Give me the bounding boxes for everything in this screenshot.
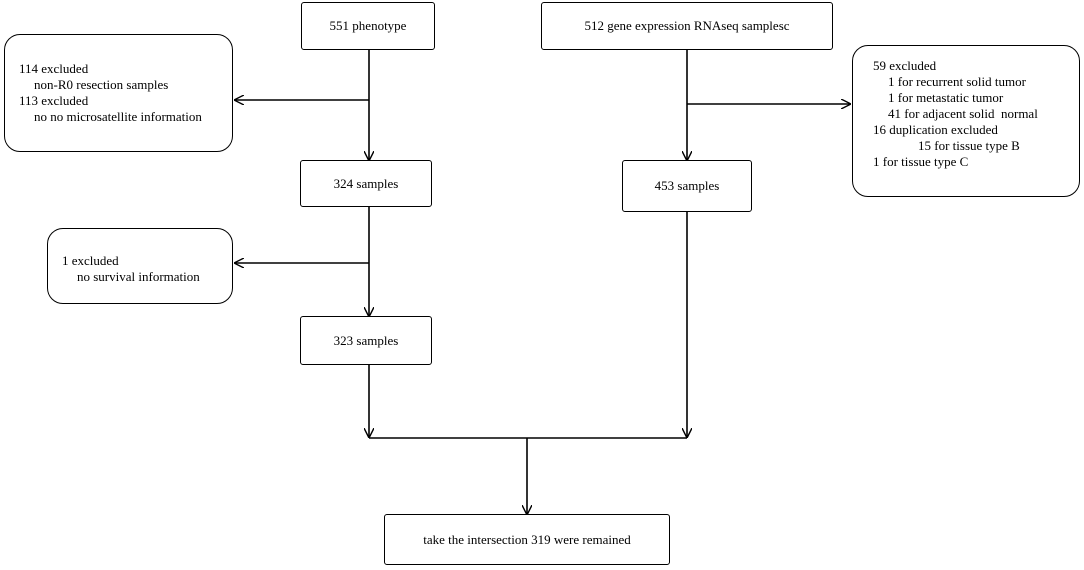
- box-label: 512 gene expression RNAseq samplesc: [584, 18, 790, 33]
- note-line: 59 excluded: [873, 58, 937, 73]
- exclusion-note-left-1: 114 excluded non-R0 resection samples 11…: [4, 34, 233, 152]
- box-512-rnaseq: 512 gene expression RNAseq samplesc: [541, 2, 833, 50]
- note-line: no no microsatellite information: [34, 109, 202, 124]
- box-324-samples: 324 samples: [300, 160, 432, 207]
- box-label: take the intersection 319 were remained: [423, 531, 631, 547]
- box-label: 453 samples: [654, 178, 720, 193]
- note-line: 114 excluded: [19, 61, 89, 76]
- box-323-samples: 323 samples: [300, 316, 432, 365]
- box-label: 551 phenotype: [329, 18, 407, 33]
- note-line: 1 for tissue type C: [873, 154, 969, 169]
- box-intersection: take the intersection 319 were remained: [384, 514, 670, 565]
- note-line: 15 for tissue type B: [918, 138, 1020, 153]
- note-line: 16 duplication excluded: [873, 122, 998, 137]
- note-line: 41 for adjacent solid normal: [888, 106, 1038, 121]
- note-line: 113 excluded: [19, 93, 89, 108]
- exclusion-note-left-2: 1 excluded no survival information: [47, 228, 233, 304]
- box-453-samples: 453 samples: [622, 160, 752, 212]
- note-line: 1 excluded: [62, 253, 119, 268]
- box-label: 324 samples: [333, 175, 399, 191]
- box-label: 323 samples: [333, 332, 399, 348]
- note-line: 1 for metastatic tumor: [888, 90, 1004, 105]
- exclusion-note-right: 59 excluded 1 for recurrent solid tumor …: [852, 45, 1080, 197]
- note-line: no survival information: [77, 269, 200, 284]
- note-line: 1 for recurrent solid tumor: [888, 74, 1026, 89]
- box-551-phenotype: 551 phenotype: [301, 2, 435, 50]
- note-line: non-R0 resection samples: [34, 77, 169, 92]
